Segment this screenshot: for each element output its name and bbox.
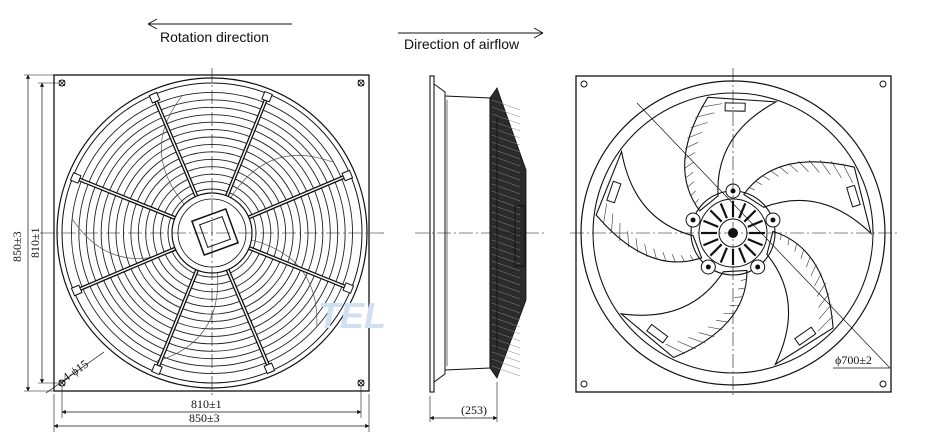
- rotation-direction-label: Rotation direction: [160, 29, 269, 45]
- rear-view: ϕ700±2: [570, 68, 900, 398]
- side-view: (253): [415, 75, 545, 422]
- terminal-box: [190, 207, 240, 257]
- width-inner-dim: 810±1: [191, 397, 222, 411]
- fan-blades: [595, 96, 873, 366]
- rear-frame: [575, 75, 892, 393]
- height-outer-dim: 850±3: [10, 231, 24, 262]
- blade-outline: [230, 155, 333, 198]
- blade-outline: [160, 96, 185, 205]
- fan-blade: [619, 269, 748, 359]
- airflow-direction-label: Direction of airflow: [404, 36, 520, 52]
- rotation-direction-indicator: Rotation direction: [147, 18, 292, 45]
- watermark-logo: TEL: [318, 295, 386, 336]
- side-flange: [429, 75, 435, 393]
- diameter-dim: ϕ700±2: [835, 353, 872, 367]
- height-inner-dim: 810±1: [28, 227, 42, 258]
- side-motor: [514, 205, 526, 267]
- front-dimensions: 850±3 810±1 810±1 850±3 4-ϕ15: [10, 74, 370, 432]
- depth-dim: (253): [461, 403, 487, 417]
- blade-outline: [156, 272, 219, 362]
- front-view: [40, 68, 385, 398]
- hole-dim: 4-ϕ15: [60, 357, 91, 385]
- airflow-direction-indicator: Direction of airflow: [398, 27, 544, 52]
- width-outer-dim: 850±3: [189, 411, 220, 425]
- guard-spokes: [69, 90, 355, 376]
